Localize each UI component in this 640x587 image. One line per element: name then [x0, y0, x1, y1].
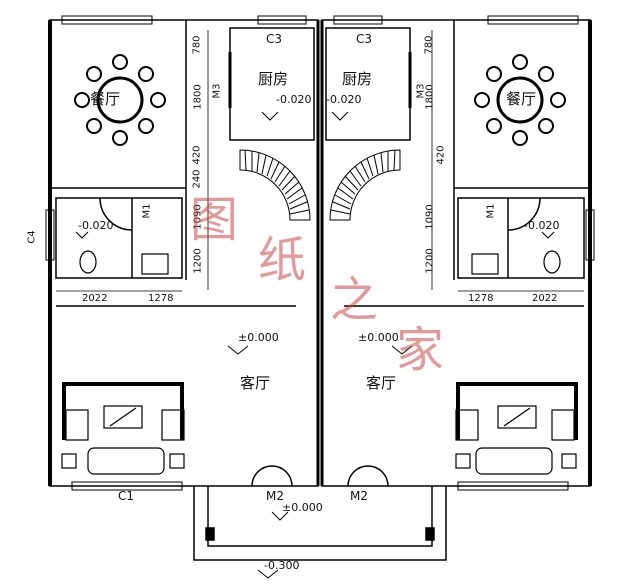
elevation-bath-right: -0.020 — [524, 219, 560, 232]
dim-left-1278: 1278 — [148, 293, 174, 304]
window-top-left — [61, 15, 153, 25]
window-top-right — [487, 15, 579, 25]
watermark-char-4: 家 — [396, 322, 445, 378]
code-m1-right: M1 — [485, 203, 497, 219]
sofa-wall-right — [456, 382, 578, 440]
code-m3-left: M3 — [211, 83, 223, 99]
elevation-bath-left: -0.020 — [78, 219, 114, 232]
bath-left — [55, 197, 183, 279]
code-m2-right: M2 — [350, 489, 368, 503]
code-c1: C1 — [118, 489, 135, 503]
sofa-right — [475, 447, 553, 475]
porch — [193, 486, 447, 561]
dim-right-1200: 1200 — [424, 248, 436, 274]
dining-table-right — [496, 76, 544, 124]
dim-right-1278: 1278 — [468, 293, 494, 304]
code-c3-left: C3 — [266, 32, 283, 46]
window-c4 — [45, 209, 55, 261]
dim-left-780: 780 — [191, 35, 203, 55]
code-c4: C4 — [26, 230, 38, 244]
living-label-right: 客厅 — [366, 374, 397, 392]
sink-left — [141, 253, 169, 275]
coffee-table-left — [103, 405, 143, 429]
watermark-char-3: 之 — [330, 272, 379, 328]
window-c3-right — [333, 15, 383, 25]
stair-left — [239, 149, 311, 221]
dim-right-1800: 1800 — [424, 84, 436, 110]
window-right-side — [585, 209, 595, 261]
code-m2-left: M2 — [266, 489, 284, 503]
dim-left-420: 420 — [191, 145, 203, 165]
elevation-kitchen-right: -0.020 — [326, 93, 362, 106]
code-c3-right: C3 — [356, 32, 373, 46]
elevation-living-right: ±0.000 — [358, 331, 399, 344]
dim-left-2022: 2022 — [82, 293, 108, 304]
elevation-kitchen-left: -0.020 — [276, 93, 312, 106]
kitchen-label-right: 厨房 — [342, 70, 373, 88]
dim-left-1800: 1800 — [192, 84, 204, 110]
dim-right-1090: 1090 — [424, 204, 436, 230]
toilet-left — [79, 250, 97, 274]
dim-right-780: 780 — [423, 35, 435, 55]
sink-right — [471, 253, 499, 275]
window-c1-right — [457, 481, 569, 491]
watermark-char-2: 纸 — [258, 232, 307, 288]
stair-right — [329, 149, 401, 221]
kitchen-label-left: 厨房 — [258, 70, 289, 88]
elevation-outside: -0.300 — [264, 559, 300, 572]
dim-right-2022: 2022 — [532, 293, 558, 304]
toilet-right — [543, 250, 561, 274]
dining-label-left: 餐厅 — [90, 90, 121, 108]
window-c1-left — [71, 481, 183, 491]
dining-table-left — [96, 76, 144, 124]
sofa-left — [87, 447, 165, 475]
coffee-table-right — [497, 405, 537, 429]
elevation-porch: ±0.000 — [282, 501, 323, 514]
sofa-wall-left — [62, 382, 184, 440]
dining-label-right: 餐厅 — [506, 90, 537, 108]
dim-left-1200: 1200 — [192, 248, 204, 274]
bath-right — [457, 197, 585, 279]
window-c3-left — [257, 15, 307, 25]
living-label-left: 客厅 — [240, 374, 271, 392]
code-m1-left: M1 — [141, 203, 153, 219]
dim-left-240: 240 — [191, 169, 203, 189]
elevation-living-left: ±0.000 — [238, 331, 279, 344]
watermark-char-1: 图 — [190, 192, 239, 248]
dim-right-420: 420 — [435, 145, 447, 165]
